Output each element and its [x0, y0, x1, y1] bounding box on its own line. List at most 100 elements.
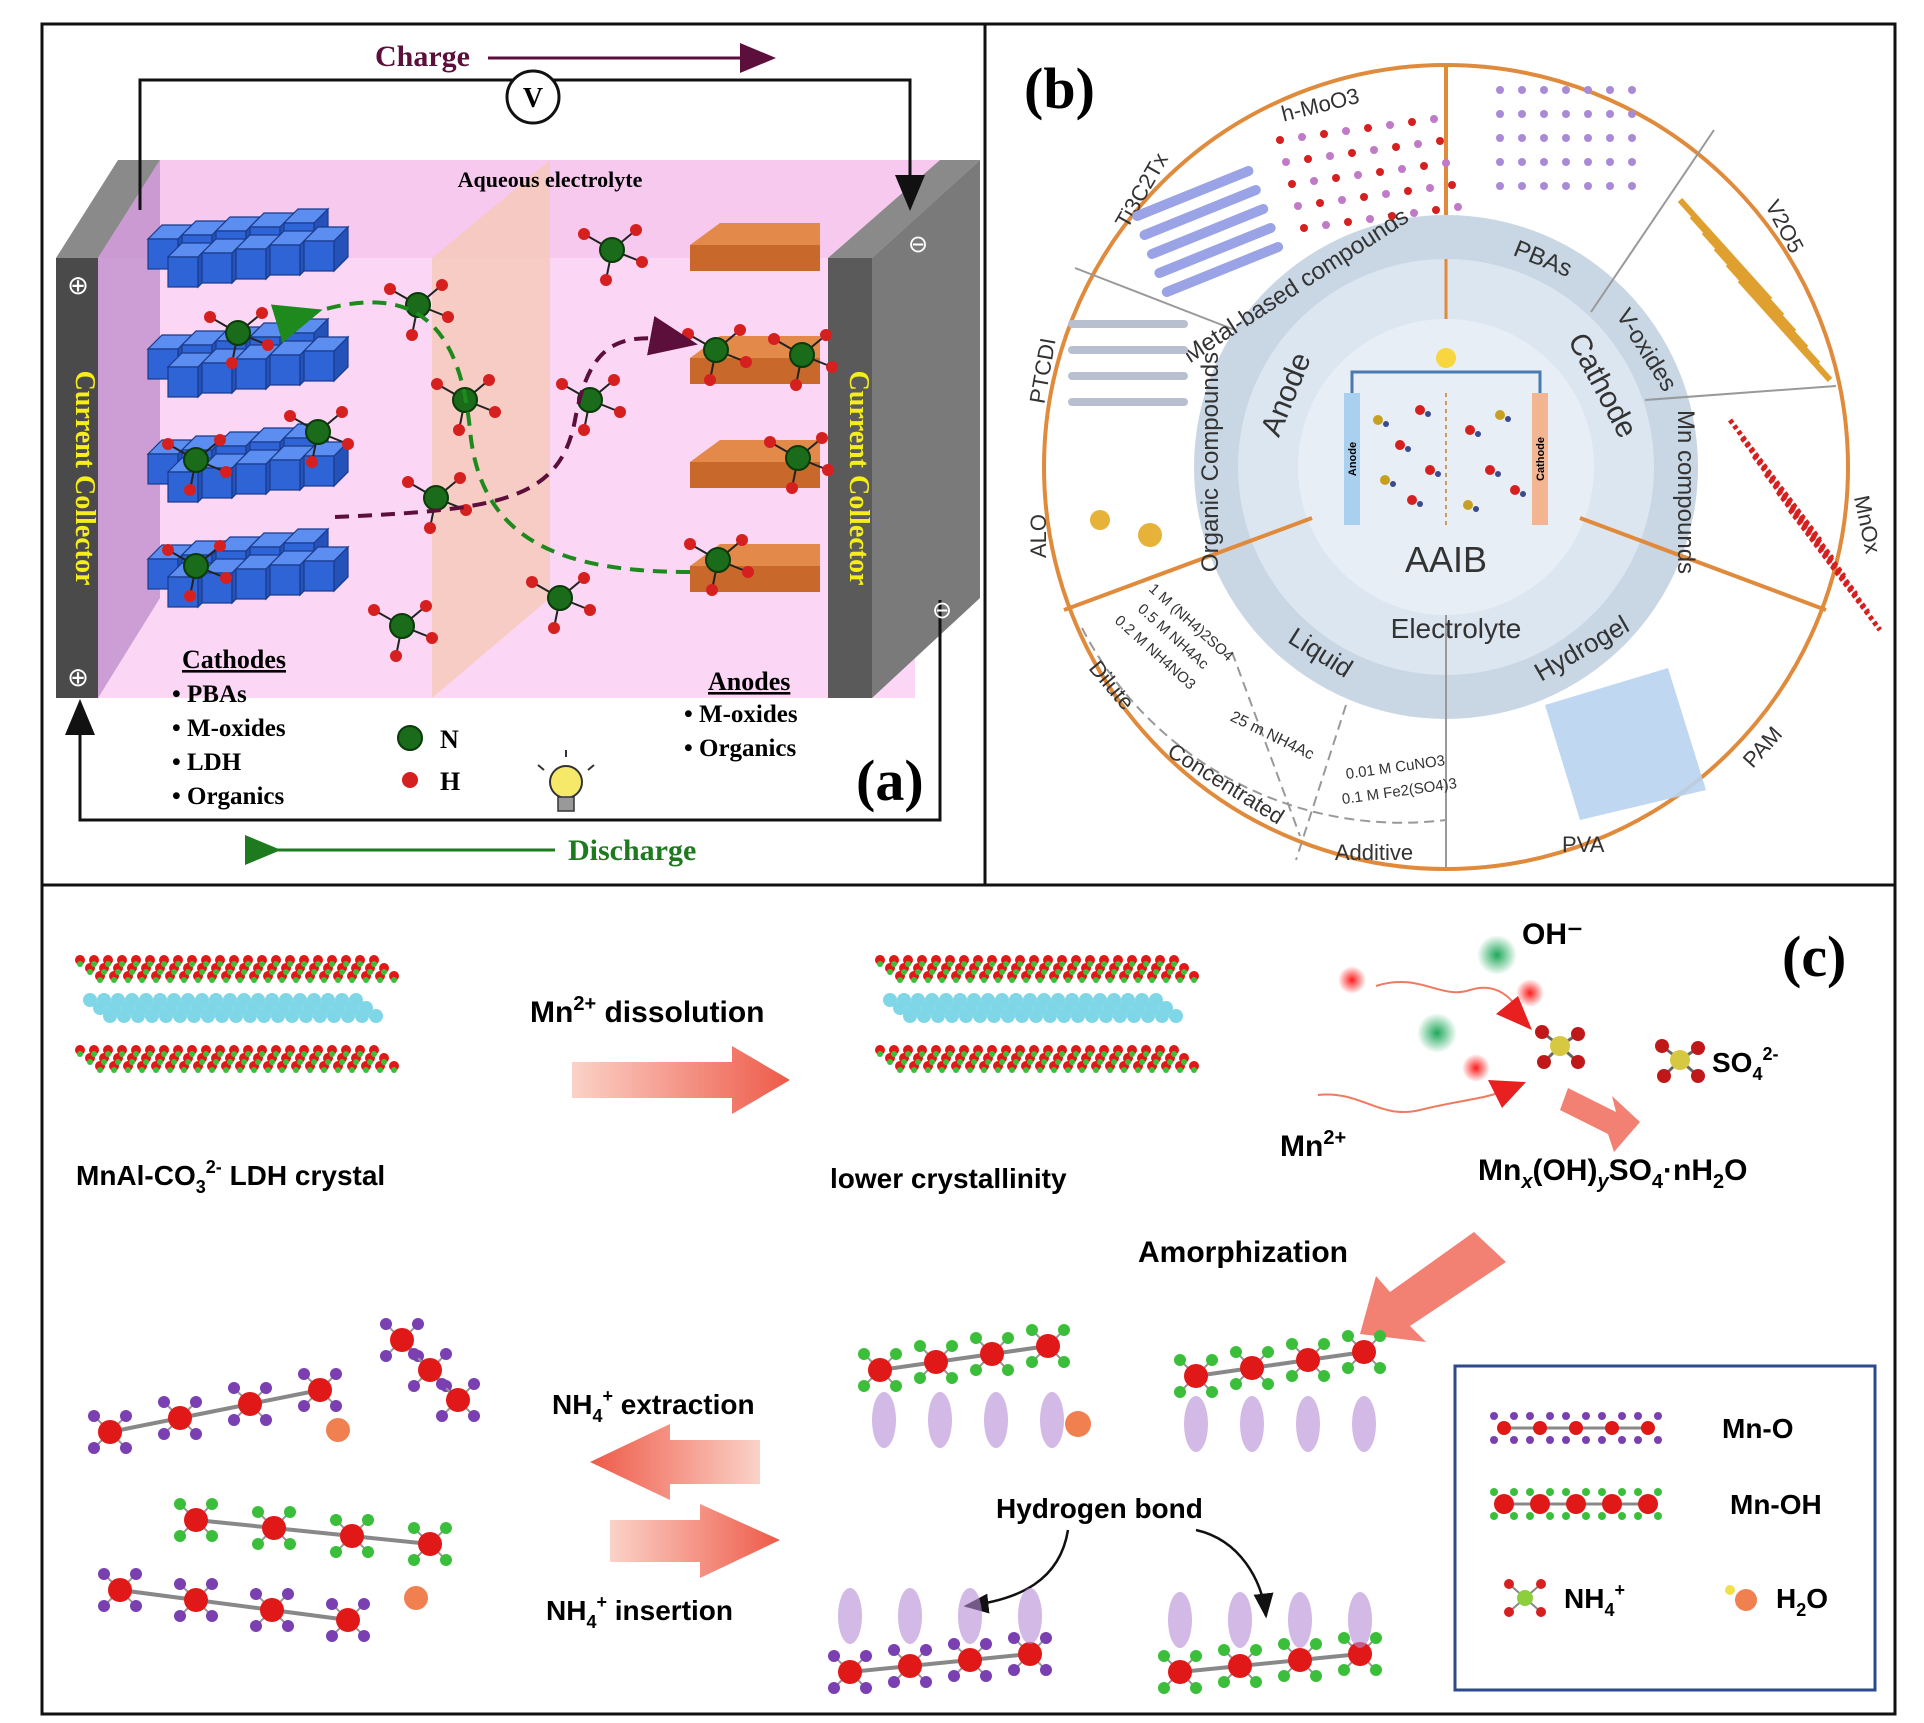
- ptcdi-row: [1068, 372, 1188, 380]
- figure-frame: [40, 22, 1897, 1716]
- ldh-atom: [1031, 961, 1037, 967]
- lattice-atom: [1376, 168, 1384, 176]
- ldh-atom: [97, 977, 103, 983]
- hydrogen-atom: [790, 379, 802, 391]
- hbond-ellipse: [1168, 1592, 1192, 1648]
- amorphization-label: Amorphization: [1138, 1236, 1348, 1269]
- ldh-atom: [251, 1067, 257, 1073]
- legend-nitrogen-label: N: [440, 725, 459, 754]
- ldh-atom: [1037, 1067, 1043, 1073]
- lattice-atom: [1294, 202, 1302, 210]
- ldh-atom: [237, 977, 243, 983]
- mn-atom: [340, 1524, 364, 1548]
- aaib-cathode-text: Cathode: [1535, 437, 1547, 481]
- ligand-atom: [1174, 1386, 1186, 1398]
- ldh-atom: [237, 1067, 243, 1073]
- hbond-pointer-1: [963, 1529, 1070, 1614]
- ldh-atom: [223, 1067, 229, 1073]
- ldh-atom: [1101, 1051, 1107, 1057]
- ldh-atom: [1059, 961, 1065, 967]
- ldh-atom: [115, 969, 121, 975]
- ptcdi-row: [1068, 320, 1188, 328]
- cathode-cube-face: [269, 459, 301, 491]
- ligand-atom: [408, 1522, 420, 1534]
- mn-atom: [1352, 1340, 1376, 1364]
- ldh-atom: [255, 969, 261, 975]
- ldh-atom: [999, 1059, 1005, 1065]
- oxygen-atom: [1535, 1025, 1549, 1039]
- ldh-atom: [125, 993, 139, 1007]
- panel-b-label: (b): [1024, 56, 1095, 121]
- hydrogen-atom: [483, 374, 495, 386]
- legend-ligand: [1582, 1412, 1590, 1420]
- hydrogen-atom: [706, 584, 718, 596]
- ldh-atom: [279, 1067, 285, 1073]
- legend-mn-atom: [1497, 1421, 1511, 1435]
- legend-ligand: [1490, 1512, 1498, 1520]
- ldh-atom: [265, 977, 271, 983]
- hbond-ellipse: [928, 1392, 952, 1448]
- hbond-ellipse: [1296, 1396, 1320, 1452]
- ldh-atom: [325, 969, 331, 975]
- legend-ligand: [1654, 1512, 1662, 1520]
- ligand-atom: [970, 1332, 982, 1344]
- right-minus-bottom: ⊖: [932, 596, 952, 624]
- ldh-atom: [133, 961, 139, 967]
- mn-atom: [168, 1406, 192, 1430]
- hydrogen-atom: [402, 476, 414, 488]
- ldh-atom: [1107, 977, 1113, 983]
- mn-atom: [1228, 1654, 1252, 1678]
- hydrogen-atom: [578, 424, 590, 436]
- ligand-atom: [206, 1610, 218, 1622]
- mn-atom: [308, 1378, 332, 1402]
- hydrogen-atom: [406, 329, 418, 341]
- mn-atom: [184, 1588, 208, 1612]
- right-current-collector: [828, 258, 872, 698]
- aaib-ion-dot: [1465, 425, 1475, 435]
- lattice-atom: [1298, 133, 1306, 141]
- ligand-atom: [946, 1340, 958, 1352]
- ldh-atom: [111, 1067, 117, 1073]
- ldh-atom: [265, 993, 279, 1007]
- ligand-atom: [1008, 1632, 1020, 1644]
- ldh-atom: [363, 977, 369, 983]
- ldh-atom: [77, 961, 83, 967]
- ptcdi-row: [1068, 398, 1188, 406]
- legend-box: [1453, 1364, 1877, 1692]
- hydrogen-atom: [636, 256, 648, 268]
- ligand-atom: [1338, 1632, 1350, 1644]
- pba-atom: [1606, 134, 1614, 142]
- panel-c-label: (c): [1782, 924, 1846, 989]
- ligand-atom: [948, 1638, 960, 1650]
- ldh-atom: [1121, 977, 1127, 983]
- ldh-atom: [143, 1059, 149, 1065]
- pba-atom: [1518, 134, 1526, 142]
- ldh-atom: [897, 977, 903, 983]
- legend-mn-o-label: Mn-O: [1722, 1413, 1794, 1444]
- ldh-atom: [1045, 1051, 1051, 1057]
- ligand-atom: [468, 1378, 480, 1390]
- hbond-ellipse: [1184, 1396, 1208, 1452]
- pba-atom: [1496, 110, 1504, 118]
- ligand-atom: [282, 1588, 294, 1600]
- legend-structure-icons: [1490, 1412, 1757, 1617]
- ldh-atom: [1181, 969, 1187, 975]
- hydrogen-atom: [384, 283, 396, 295]
- hydrogen-atom: [584, 604, 596, 616]
- ldh-atom: [981, 977, 987, 983]
- legend-ligand: [1598, 1488, 1606, 1496]
- ldh-atom: [157, 1059, 163, 1065]
- left-current-collector: [56, 258, 98, 698]
- hbond-ellipse: [1040, 1392, 1064, 1448]
- mxene-layer: [1132, 166, 1254, 221]
- ldh-atom: [947, 1051, 953, 1057]
- pba-atom: [1540, 134, 1548, 142]
- aaib-ion-dot: [1380, 475, 1390, 485]
- voltmeter-label: V: [523, 83, 543, 114]
- lattice-atom: [1344, 218, 1352, 226]
- pba-atom: [1584, 182, 1592, 190]
- ligand-atom: [858, 1348, 870, 1360]
- mn-atom: [446, 1388, 470, 1412]
- ldh-atom: [1037, 993, 1051, 1007]
- cathode-cube-face: [269, 564, 301, 596]
